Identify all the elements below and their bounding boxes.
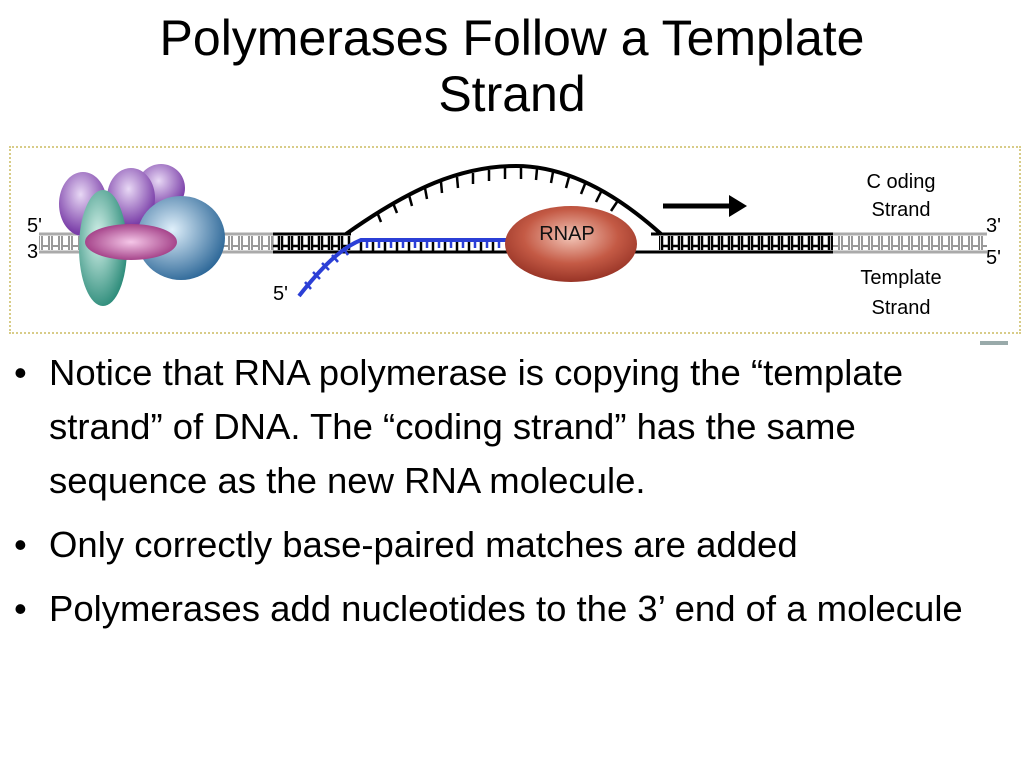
- rnap-label: RNAP: [539, 223, 595, 245]
- left-5-prime-label: 5': [27, 215, 42, 237]
- rna-strand: [297, 238, 511, 298]
- coding-strand-arc: [344, 163, 663, 236]
- dna-right-gray: [833, 232, 987, 254]
- right-3-prime-label: 3': [986, 215, 1001, 237]
- template-label-line-1: Template: [860, 267, 941, 289]
- bullet-item: • Polymerases add nucleotides to the 3’ …: [12, 582, 1012, 636]
- title-line-2: Strand: [438, 66, 586, 122]
- protein-complex: [59, 164, 225, 306]
- bullet-item: • Notice that RNA polymerase is copying …: [12, 346, 1012, 508]
- coding-label-line-2: Strand: [872, 199, 931, 221]
- dna-right-black: [631, 232, 833, 254]
- bullet-text: Polymerases add nucleotides to the 3’ en…: [49, 588, 963, 629]
- bullet-text: Only correctly base-paired matches are a…: [49, 524, 798, 565]
- title-line-1: Polymerases Follow a Template: [159, 10, 865, 66]
- slide-divider-mark: [980, 341, 1008, 345]
- bullet-dot: •: [14, 352, 27, 393]
- bullet-list: • Notice that RNA polymerase is copying …: [12, 346, 1012, 646]
- slide-title: Polymerases Follow a Template Strand: [0, 10, 1024, 122]
- bullet-dot: •: [14, 588, 27, 629]
- rna-5-prime-label: 5': [273, 283, 288, 305]
- bullet-item: • Only correctly base-paired matches are…: [12, 518, 1012, 572]
- template-label-line-2: Strand: [872, 297, 931, 319]
- transcription-figure: RNAP 5' 3 3' 5' 5' C oding Strand: [9, 146, 1021, 334]
- dna-left-black: [273, 232, 511, 254]
- coding-label-line-1: C oding: [867, 171, 936, 193]
- left-3-prime-label: 3: [27, 241, 38, 263]
- right-5-prime-label: 5': [986, 247, 1001, 269]
- bullet-dot: •: [14, 524, 27, 565]
- direction-arrow-icon: [663, 195, 747, 217]
- bullet-text: Notice that RNA polymerase is copying th…: [49, 352, 904, 501]
- rnap-enzyme: RNAP: [505, 206, 637, 282]
- transcription-diagram: RNAP 5' 3 3' 5' 5' C oding Strand: [27, 163, 1001, 319]
